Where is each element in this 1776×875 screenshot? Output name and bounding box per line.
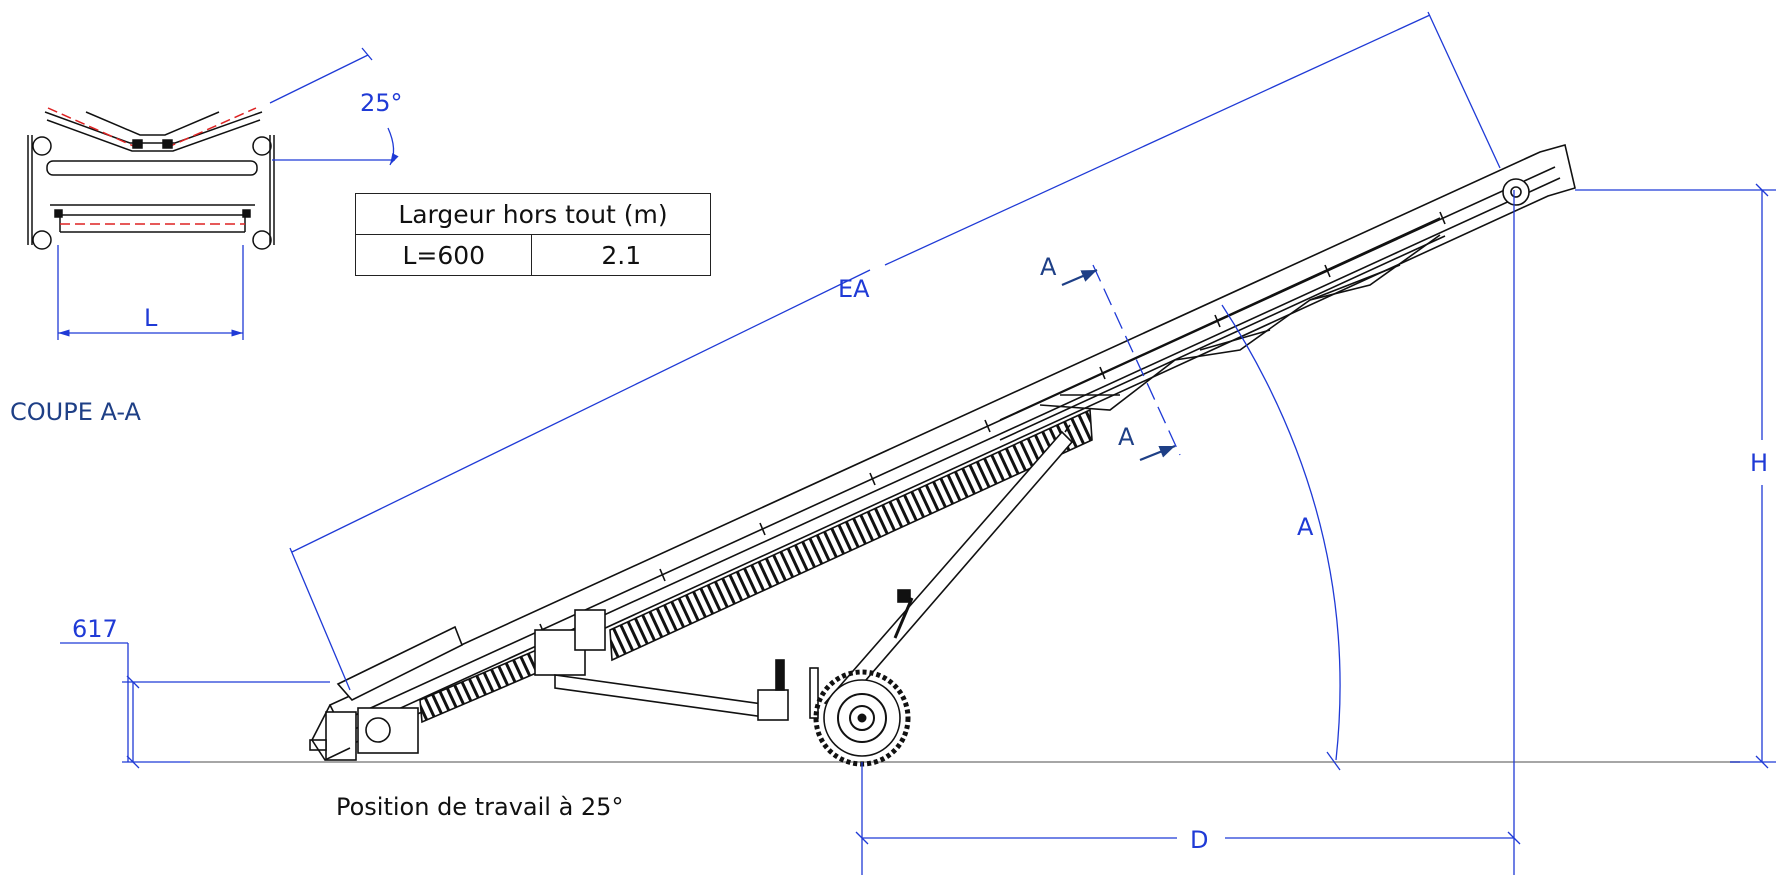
width-table: Largeur hors tout (m) L=600 2.1 xyxy=(354,193,711,276)
section-angle-label: 25° xyxy=(360,89,403,117)
section-title: COUPE A-A xyxy=(10,398,142,426)
length-label: EA xyxy=(838,275,870,303)
table-header: Largeur hors tout (m) xyxy=(355,193,711,235)
height-label: H xyxy=(1750,449,1768,477)
angle-label: A xyxy=(1297,513,1314,541)
conveyor-body xyxy=(309,144,1576,762)
section-view xyxy=(27,107,275,250)
table-value-cell: 2.1 xyxy=(531,234,711,276)
distance-label: D xyxy=(1190,826,1208,854)
undercarriage xyxy=(554,424,1074,721)
section-dimensions xyxy=(57,47,399,340)
caption: Position de travail à 25° xyxy=(336,793,623,821)
main-dimensions xyxy=(60,11,1776,875)
table-row: L=600 2.1 xyxy=(354,234,711,276)
inlet-height-label: 617 xyxy=(72,615,118,643)
wheel xyxy=(813,669,911,767)
cut-marker-bottom: A xyxy=(1118,423,1135,451)
cut-marker-top: A xyxy=(1040,253,1057,281)
section-width-label: L xyxy=(144,304,158,332)
table-model-cell: L=600 xyxy=(354,234,533,276)
